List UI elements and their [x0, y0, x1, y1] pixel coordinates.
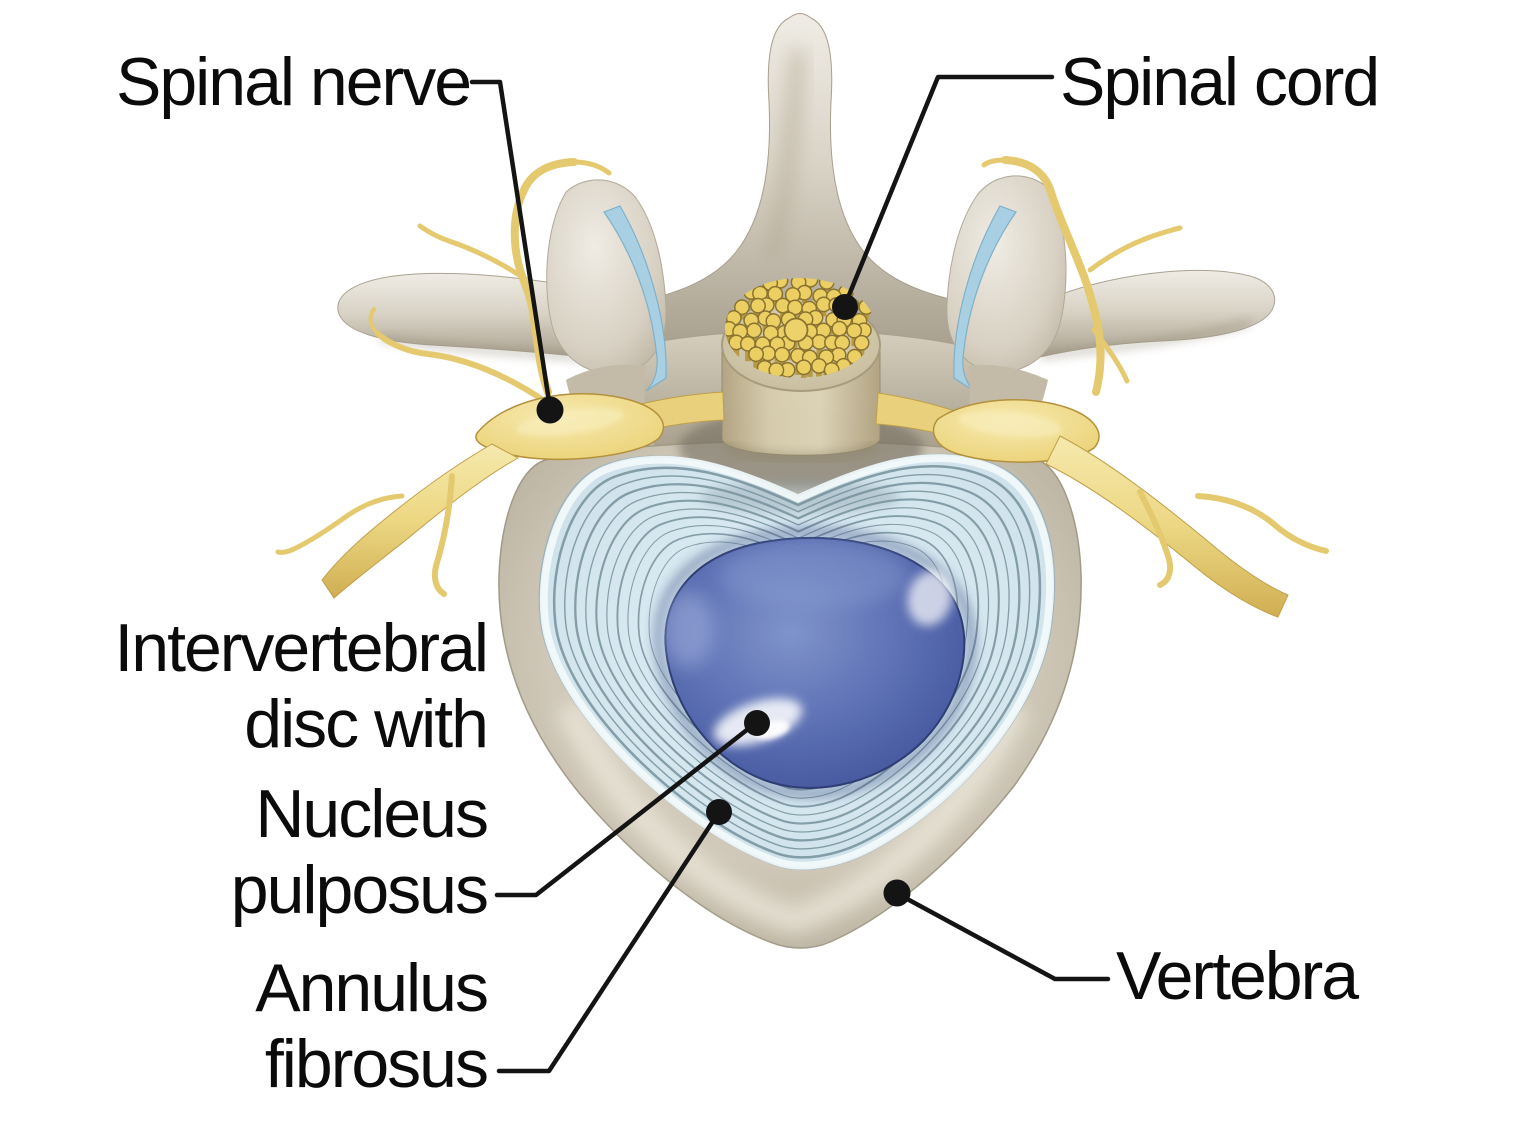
left-nerve-branch3-tip — [368, 307, 380, 336]
cord-bottom-shadow — [721, 441, 881, 463]
label-vertebra: Vertebra — [1116, 938, 1359, 1014]
annulus-anchor-dot — [706, 799, 732, 825]
label-annulus-line1: Annulus — [255, 950, 489, 1026]
left-trunk-branch2 — [275, 493, 405, 555]
right-facet-cartilage — [953, 205, 1017, 392]
left-trunk-branch1 — [431, 473, 455, 597]
label-nucleus-line2: pulposus — [230, 852, 489, 928]
spinal-nerve-anchor-dot — [536, 396, 564, 424]
vertebral-body-rim-highlight — [555, 699, 1029, 935]
left-nerve-branch2 — [417, 223, 530, 283]
right-trunk-branch1 — [1137, 489, 1174, 588]
spinous-shading — [764, 49, 806, 261]
spinal-nerve-leader-line — [469, 79, 553, 411]
spinal-cord — [721, 278, 881, 463]
label-intervertebral-disc-line1: Intervertebral — [114, 610, 489, 686]
left-facet-cartilage — [603, 205, 667, 392]
label-spinal-nerve: Spinal nerve — [116, 44, 472, 120]
nucleus-highlight-right — [907, 570, 953, 626]
label-spinal-cord: Spinal cord — [1060, 44, 1380, 120]
left-nerve-trunk — [321, 443, 520, 599]
intervertebral-disc — [538, 453, 1056, 871]
left-nerve-branch — [510, 158, 578, 396]
label-nucleus-line1: Nucleus — [255, 776, 489, 852]
label-intervertebral-disc: Intervertebral disc with — [40, 610, 489, 762]
label-nucleus-pulposus: Nucleus pulposus — [40, 776, 489, 928]
annulus-leader-line — [496, 809, 722, 1074]
right-ganglion-highlight — [958, 410, 1062, 438]
left-ganglion-highlight — [516, 407, 624, 437]
right-nerve-branch-tip — [981, 157, 1008, 168]
vertebra-leader-line — [895, 891, 1111, 982]
vertebra-anchor-dot — [883, 879, 911, 907]
label-annulus-fibrosus: Annulus fibrosus — [40, 950, 489, 1102]
right-tp-shadow — [1039, 319, 1251, 359]
right-nerve-branch2 — [1087, 225, 1183, 273]
right-nerve-trunk — [1045, 435, 1289, 618]
nucleus-leader-line — [494, 719, 760, 898]
right-trunk-branch2 — [1195, 493, 1329, 554]
label-annulus-line2: fibrosus — [264, 1026, 489, 1102]
nucleus-sheen — [720, 541, 910, 609]
label-intervertebral-disc-line2: disc with — [244, 686, 489, 762]
left-nerve-branch-tip — [571, 159, 612, 176]
leader-lines — [469, 74, 1111, 1074]
nucleus-highlight-left — [662, 592, 714, 668]
spinal-nerves — [275, 392, 1329, 618]
annulus-outer-rim — [539, 454, 1054, 870]
left-nerve-branch3 — [375, 331, 543, 401]
left-articular-process — [546, 179, 667, 375]
nucleus-dark-halo — [654, 527, 976, 798]
spinal-cord-leader-line — [842, 74, 1055, 308]
upper-nerve-branches — [368, 156, 1183, 401]
spinal-cord-anchor-dot — [832, 294, 858, 320]
right-nerve-branch3 — [1091, 327, 1130, 384]
nucleus-anchor-dot — [744, 710, 770, 736]
nerve-fiber-bundle — [725, 278, 875, 378]
